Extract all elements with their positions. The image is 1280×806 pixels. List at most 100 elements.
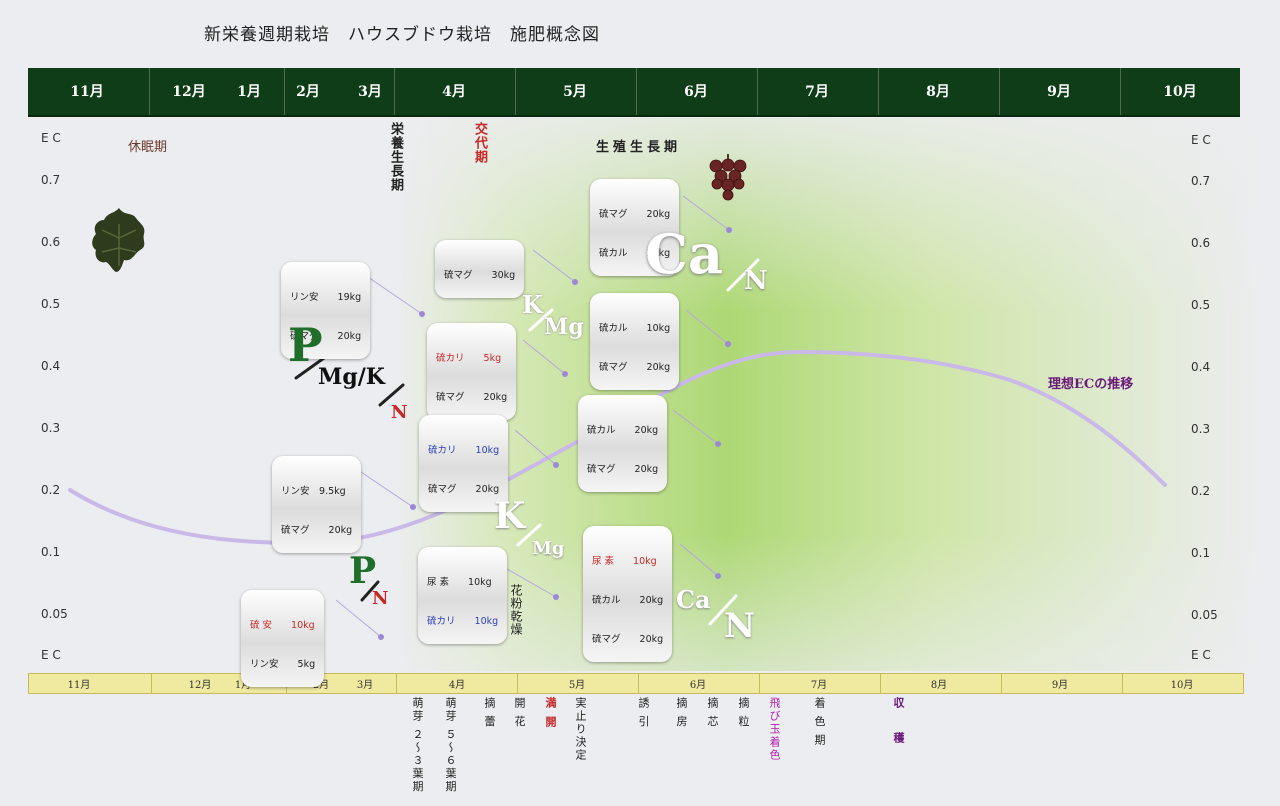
ec-tick-right: 0.4 — [1191, 360, 1211, 374]
fertilizer-name: 硫カリ — [427, 616, 456, 627]
fertilizer-amount: 20kg — [475, 484, 500, 495]
month-label-aug: 8月 — [930, 680, 948, 691]
month-label-dec: 12月 — [172, 84, 206, 100]
month-label-mar: 3月 — [358, 84, 382, 100]
fertilizer-box: 硫カリ 10kg 硫マグ 20kg — [419, 415, 509, 512]
stage-note-pinching: 摘 芯 — [706, 697, 719, 729]
connector-dots — [378, 227, 732, 640]
fertilizer-amount: 20kg — [483, 392, 508, 403]
month-separator — [1120, 68, 1121, 115]
fertilizer-amount: 10kg — [475, 445, 500, 456]
month-separator — [151, 674, 152, 693]
ec-axis-unit-right: E C — [1191, 133, 1211, 147]
month-footer-bar: 11月 12月 1月 2月 3月 4月 5月 6月 7月 8月 9月 10月 — [28, 673, 1244, 694]
stage-note-cluster-thinning: 摘 房 — [675, 697, 688, 729]
stage-note-training: 誘 引 — [637, 697, 650, 729]
vegetative-growth-label: 栄養生長期 — [388, 122, 403, 192]
month-separator — [284, 68, 285, 115]
ratio-denominator: Mg/K — [318, 364, 385, 390]
connector-dot — [572, 279, 578, 285]
grape-bunch-icon — [709, 154, 747, 201]
fertilizer-name: 硫マグ — [599, 362, 628, 373]
month-label-feb: 2月 — [296, 84, 320, 100]
fertilizer-amount: 20kg — [634, 425, 659, 436]
fertilizer-name: 硫マグ — [587, 464, 616, 475]
fertilizer-name: リン安 — [250, 659, 279, 670]
connector-dot — [562, 371, 568, 377]
ideal-ec-curve-label: 理想ECの推移 — [1048, 377, 1134, 392]
fertilizer-name: 硫マグ — [428, 484, 457, 495]
connector-line — [532, 249, 576, 283]
fertilizer-amount: 20kg — [646, 362, 671, 373]
grape-leaf-icon — [92, 208, 145, 272]
month-label-apr: 4月 — [442, 84, 466, 100]
month-label-jan: 1月 — [234, 680, 252, 691]
ec-tick-left: 0.1 — [41, 545, 61, 559]
fertilizer-name: 硫マグ — [436, 392, 465, 403]
fertilizer-name: 硫マグ — [281, 525, 310, 536]
ratio-slashes — [294, 258, 760, 626]
month-label-aug: 8月 — [926, 84, 950, 100]
month-label-apr: 4月 — [448, 680, 466, 691]
connector-line — [357, 469, 414, 508]
month-separator — [638, 674, 639, 693]
fertilizer-name: 硫カリ — [436, 353, 465, 364]
dormant-period-label: 休眠期 — [128, 140, 168, 155]
fertilizer-box: 硫カル 10kg 硫マグ 20kg — [590, 293, 680, 390]
stage-note-berry-thinning: 摘 粒 — [737, 697, 750, 729]
stage-note-bud-thinning: 摘 蕾 — [483, 697, 496, 729]
ratio-numerator: K — [494, 495, 526, 537]
month-label-jan: 1月 — [237, 84, 261, 100]
ec-tick-right: 0.1 — [1191, 546, 1211, 560]
stage-note-budbreak-2-3: 萌芽 ２〜３葉期 — [411, 697, 424, 794]
transition-period-label: 交代期 — [472, 122, 487, 164]
fertilizer-box: 硫カリ 5kg 硫マグ 20kg — [427, 323, 517, 420]
fertilizer-box: リン安 19kg 硫マグ 20kg — [281, 262, 371, 359]
fertilizer-name: リン安 — [290, 292, 319, 303]
month-separator — [757, 68, 758, 115]
ratio-slash — [294, 356, 326, 380]
connector-dot — [715, 441, 721, 447]
page-title: 新栄養週期栽培 ハウスブドウ栽培 施肥概念図 — [204, 25, 600, 45]
fertilizer-box: 尿 素 10kg 硫カル 20kg 硫マグ 20kg — [583, 526, 673, 662]
fertilizer-name: 尿 素 — [592, 556, 615, 567]
pollen-drying-label: 花粉乾燥 — [509, 584, 523, 636]
fertilizer-amount: 10kg — [646, 323, 671, 334]
ec-tick-right: 0.2 — [1191, 484, 1211, 498]
fertilizer-amount: 10kg — [468, 577, 492, 588]
connector-dot — [410, 504, 416, 510]
ratio-denominator: Mg — [544, 314, 584, 340]
month-separator — [878, 68, 879, 115]
connector-line — [514, 429, 557, 466]
ratio-slash — [528, 308, 554, 332]
stage-note-coloring-period: 着 色 期 — [813, 697, 826, 747]
month-separator — [880, 674, 881, 693]
connector-dot — [715, 573, 721, 579]
connector-line — [672, 409, 719, 445]
month-label-dec: 12月 — [188, 680, 212, 691]
fertilizer-name: 硫カル — [592, 595, 621, 606]
fertilizer-box: 尿 素 10kg 硫カリ 10kg — [418, 547, 508, 644]
month-separator — [1122, 674, 1123, 693]
month-label-may: 5月 — [563, 84, 587, 100]
stage-note-budbreak-5-6: 萌芽 ５〜６葉期 — [444, 697, 457, 794]
fertilizer-name: 硫 安 — [250, 620, 273, 631]
fertilizer-amount: 19kg — [337, 292, 362, 303]
stage-note-harvest: 収 穫 — [892, 697, 905, 753]
month-label-jul: 7月 — [805, 84, 829, 100]
connector-lines — [335, 195, 730, 638]
fertilizer-amount: 20kg — [646, 248, 671, 259]
connector-dot — [725, 341, 731, 347]
ratio-denominator: N — [372, 588, 389, 609]
month-separator — [999, 68, 1000, 115]
month-label-sep: 9月 — [1047, 84, 1071, 100]
fertilizer-box: 硫 安 10kg リン安 5kg — [241, 590, 325, 687]
month-header-bar: 11月 12月 1月 2月 3月 4月 5月 6月 7月 8月 9月 10月 — [28, 68, 1240, 117]
ec-tick-right: 0.5 — [1191, 298, 1211, 312]
fertilizer-name: 硫マグ — [599, 209, 628, 220]
fertilizer-name: 尿 素 — [427, 577, 450, 588]
ec-tick-right: 0.7 — [1191, 174, 1211, 188]
month-label-jun: 6月 — [684, 84, 708, 100]
month-separator — [1001, 674, 1002, 693]
ec-axis-unit-left: E C — [41, 131, 61, 145]
